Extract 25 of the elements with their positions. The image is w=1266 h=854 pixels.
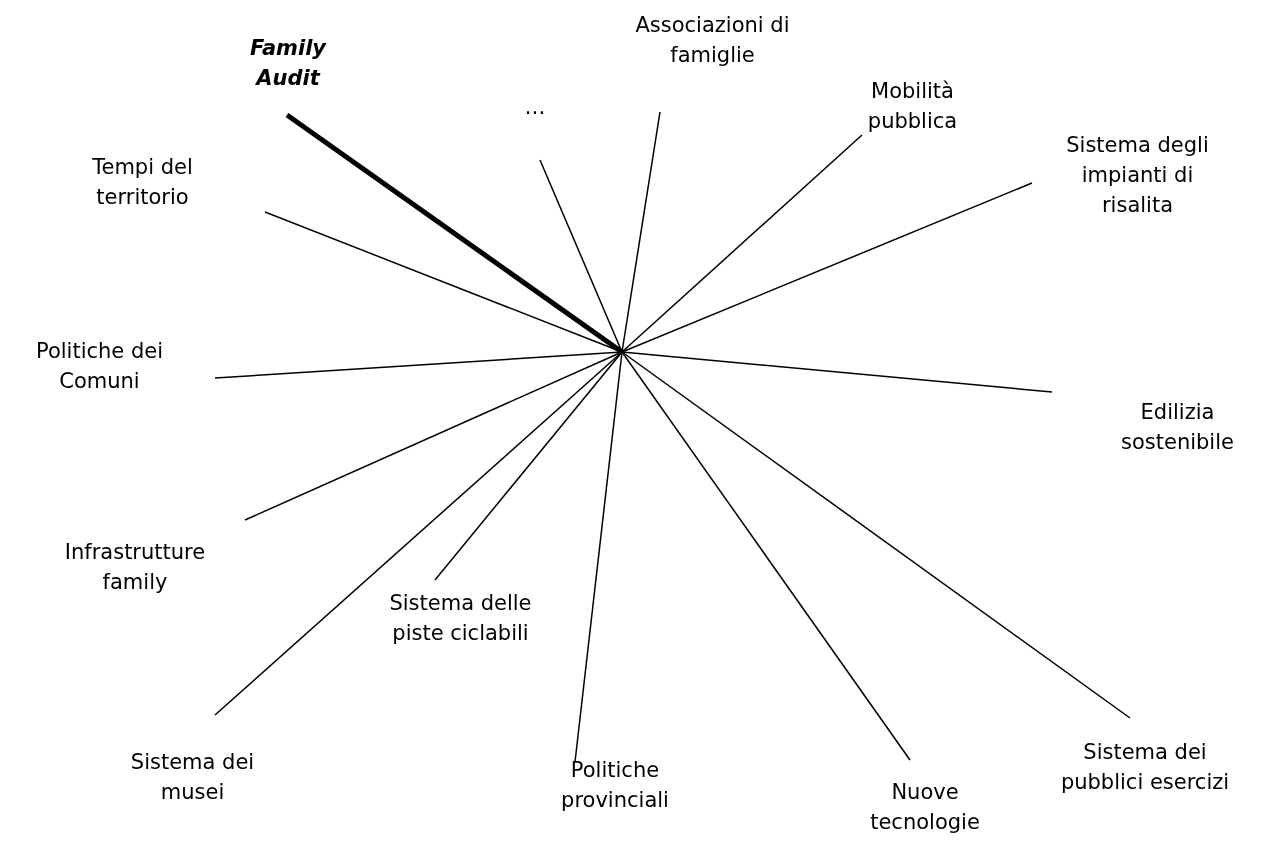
- node-label: Edilizia sostenibile: [1120, 399, 1235, 456]
- node-label: Associazioni di famiglie: [634, 12, 791, 69]
- line: [574, 351, 623, 763]
- node-label: Mobilità pubblica: [866, 78, 959, 135]
- line: [621, 111, 661, 353]
- line: [621, 351, 1053, 393]
- node-label: Tempi del territorio: [91, 154, 194, 211]
- node-label: Politiche dei Comuni: [34, 338, 164, 395]
- node-label: Sistema delle piste ciclabili: [388, 590, 533, 647]
- node-label: …: [524, 94, 546, 121]
- line: [621, 182, 1033, 353]
- line: [621, 351, 911, 761]
- thick-line: [285, 112, 624, 355]
- node-label: Family Audit: [248, 35, 328, 92]
- node-label: Politiche provinciali: [560, 757, 670, 814]
- line: [434, 351, 623, 581]
- line: [621, 351, 1131, 719]
- line: [621, 134, 863, 353]
- line: [244, 351, 623, 521]
- node-label: Sistema dei pubblici esercizi: [1059, 739, 1231, 796]
- node-label: Sistema degli impianti di risalita: [1065, 132, 1210, 219]
- line: [214, 351, 623, 716]
- node-label: Sistema dei musei: [129, 749, 256, 806]
- node-label: Nuove tecnologie: [869, 779, 981, 836]
- node-label: Infrastrutture family: [63, 539, 207, 596]
